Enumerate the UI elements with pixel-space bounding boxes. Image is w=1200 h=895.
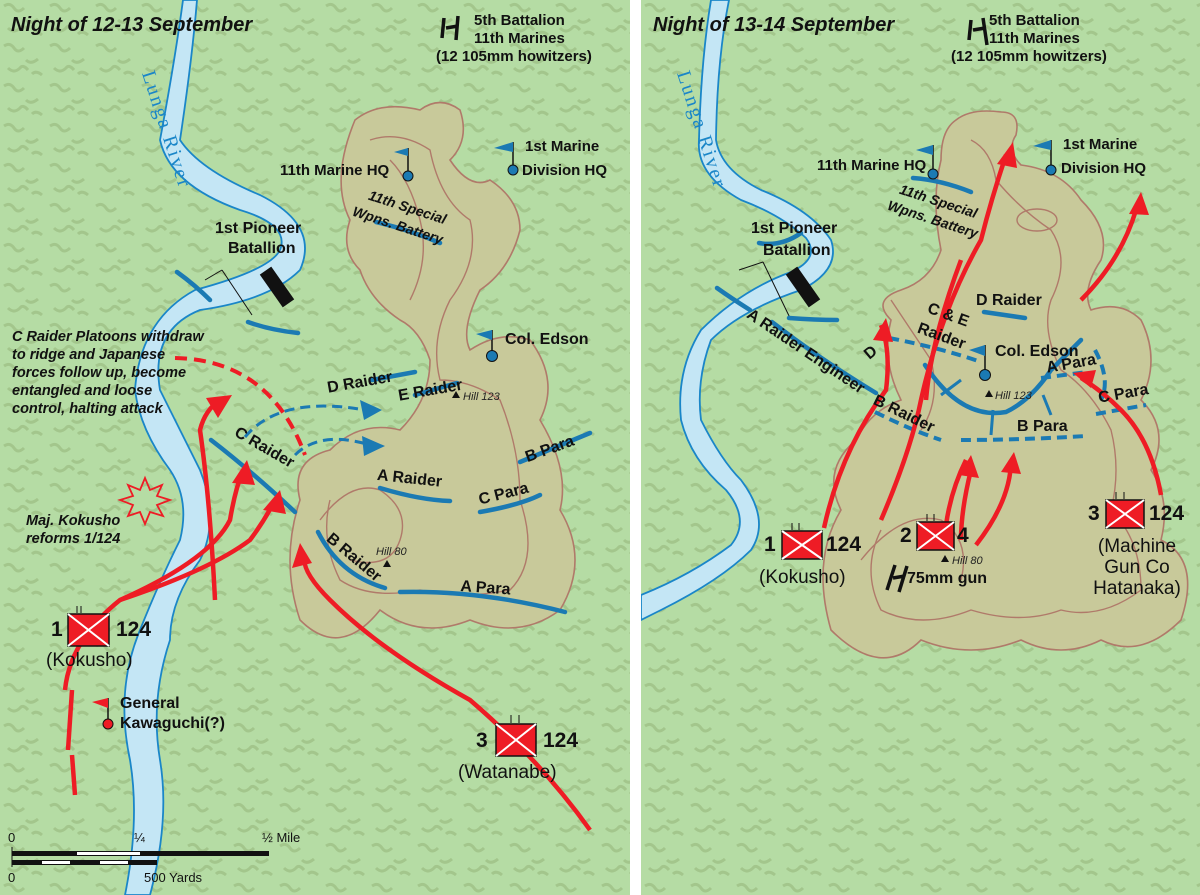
scale-mile-0: 0 [8, 830, 16, 845]
map-panel-12-13-september: Night of 12-13 September Lunga River 5th… [0, 0, 630, 895]
gun-75mm-icon [885, 564, 909, 593]
artillery-label-line1: 5th Battalion [989, 12, 1080, 29]
map-title: Night of 12-13 September [11, 14, 253, 36]
pioneer-bridge-icon [259, 266, 295, 308]
flag-edson-icon [969, 345, 991, 381]
map-title: Night of 13-14 September [653, 14, 895, 36]
artillery-label-line2: 11th Marines [989, 30, 1080, 47]
hill-80-label: Hill 80 [376, 546, 407, 558]
jp-unit-1-regiment: 124 [826, 533, 862, 556]
jp-unit-3-124-icon [1105, 492, 1145, 529]
jp-unit-3-number: 3 [476, 729, 488, 752]
note-line: to ridge and Japanese [12, 347, 166, 363]
jp-unit-3-commander: (Machine Gun Co Hatanaka) [1087, 536, 1187, 599]
jp-attack-arrows [821, 154, 1164, 547]
artillery-label-line2: 11th Marines [474, 30, 565, 47]
unit-b-para: B Para [1017, 418, 1068, 435]
jp-unit-1-124-icon [67, 606, 110, 647]
note-line: control, halting attack [12, 401, 163, 417]
map-panel-13-14-september: Night of 13-14 September Lunga River 5th… [641, 0, 1200, 895]
withdraw-note: C Raider Platoons withdraw to ridge and … [12, 328, 204, 418]
scale-mile-quarter: ¼ [134, 830, 145, 845]
gun-75mm-label: 75mm gun [907, 570, 988, 587]
artillery-icon [440, 15, 460, 41]
note-line: Maj. Kokusho [26, 513, 121, 529]
jp-unit-1-number: 1 [764, 533, 776, 556]
jp-unit-2-4-icon [916, 514, 955, 551]
pioneer-bridge-icon [785, 266, 821, 308]
right-map-graphics [641, 0, 1200, 895]
jp-unit-2-regiment: 4 [957, 524, 969, 547]
unit-d-raider: D Raider [976, 292, 1042, 309]
artillery-label-line3: (12 105mm howitzers) [436, 48, 592, 65]
scale-bar [11, 847, 269, 867]
artillery-label-line1: 5th Battalion [474, 12, 565, 29]
artillery-icon [967, 17, 989, 46]
unit-name-line: Gun Co [1104, 557, 1170, 578]
flag-11th-marine-hq-icon [394, 148, 414, 182]
edson-label: Col. Edson [505, 331, 589, 348]
flag-11th-marine-hq-icon [916, 145, 939, 180]
unit-a-para: A Para [459, 578, 511, 599]
hill-123-label: Hill 123 [995, 390, 1032, 402]
jp-unit-3-regiment: 124 [1149, 502, 1185, 525]
note-line: forces follow up, become [12, 365, 187, 381]
flag-kawaguchi-icon [92, 698, 114, 730]
hq-11th-label: 11th Marine HQ [280, 162, 390, 179]
us-positions [714, 175, 1084, 416]
jp-unit-1-number: 1 [51, 618, 63, 641]
hill-123-label: Hill 123 [463, 391, 500, 403]
pioneer-label-line1: 1st Pioneer [215, 220, 302, 237]
jp-unit-1-commander: (Kokusho) [46, 650, 133, 671]
us-counter-arrows [940, 378, 1053, 436]
kawaguchi-line2: Kawaguchi(?) [120, 715, 225, 732]
us-withdraw-arrows [243, 404, 371, 457]
us-positions [174, 219, 593, 615]
note-line: entangled and loose [12, 383, 153, 399]
unit-name-line: (Machine [1097, 536, 1177, 557]
pioneer-label-line2: Batallion [763, 242, 831, 259]
scale-yard-500: 500 Yards [144, 870, 203, 885]
hq-11th-label: 11th Marine HQ [817, 157, 927, 174]
us-dashed-lines [874, 336, 1147, 442]
pioneer-label-line2: Batallion [228, 240, 296, 257]
ridge-area [822, 110, 1189, 659]
jp-unit-1-regiment: 124 [116, 618, 152, 641]
pioneer-label-line1: 1st Pioneer [751, 220, 838, 237]
jp-unit-1-commander: (Kokusho) [759, 567, 846, 588]
division-hq-line2: Division HQ [1061, 160, 1147, 177]
division-hq-line2: Division HQ [522, 162, 608, 179]
left-map-graphics [0, 0, 630, 895]
kokusho-note: Maj. Kokusho reforms 1/124 [26, 512, 120, 548]
flag-division-hq-icon [494, 142, 519, 176]
hill-80-label: Hill 80 [952, 555, 983, 567]
jp-unit-2-number: 2 [900, 524, 912, 547]
jp-unit-3-commander: (Watanabe) [458, 762, 557, 783]
jp-unit-1-124-icon [781, 523, 823, 560]
jp-unit-3-regiment: 124 [543, 729, 579, 752]
kawaguchi-line1: General [120, 695, 180, 712]
flag-edson-icon [476, 330, 498, 362]
unit-name-line: Hatanaka) [1093, 578, 1181, 599]
division-hq-line1: 1st Marine [525, 138, 600, 155]
lunga-river [641, 0, 834, 622]
note-line: C Raider Platoons withdraw [12, 329, 204, 345]
division-hq-line1: 1st Marine [1063, 136, 1138, 153]
scale-yard-0: 0 [8, 870, 16, 885]
scale-mile-half: ½ Mile [262, 830, 301, 845]
explosion-icon [117, 475, 173, 527]
edson-label: Col. Edson [995, 343, 1079, 360]
jp-unit-3-number: 3 [1088, 502, 1100, 525]
jp-unit-3-124-icon [495, 715, 537, 757]
artillery-label-line3: (12 105mm howitzers) [951, 48, 1107, 65]
ridge-area [289, 101, 576, 639]
note-line: reforms 1/124 [26, 531, 121, 547]
jp-followup-dashed [174, 356, 307, 456]
flag-division-hq-icon [1033, 140, 1057, 176]
